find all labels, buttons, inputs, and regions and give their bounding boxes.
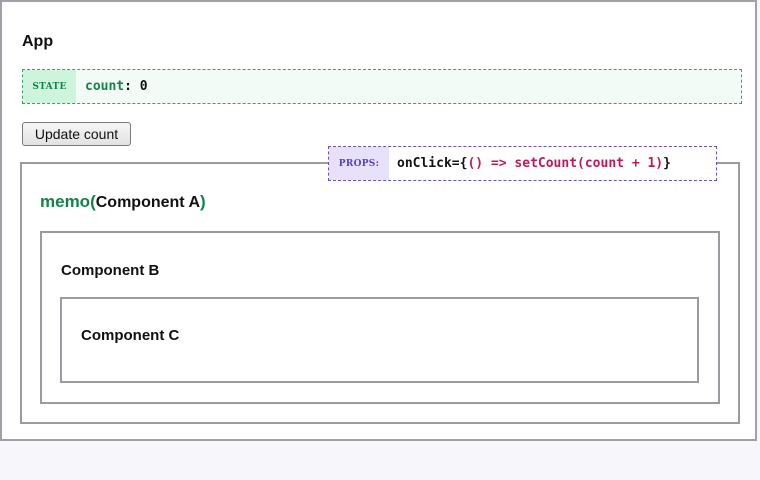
state-colon: : <box>124 79 140 94</box>
state-panel: STATE count: 0 <box>22 69 742 104</box>
state-count-value: 0 <box>139 79 148 94</box>
memo-paren-close: ) <box>200 192 206 211</box>
prop-open-brace: ={ <box>451 156 468 171</box>
state-value-row: count: 0 <box>76 70 148 103</box>
state-tag: STATE <box>23 70 76 103</box>
props-panel: PROPS: onClick={() => setCount(count + 1… <box>328 146 717 181</box>
memo-paren-open: ( <box>90 192 96 211</box>
prop-handler-code: () => setCount(count + 1) <box>467 156 664 171</box>
update-count-button[interactable]: Update count <box>22 122 131 146</box>
prop-close-brace: } <box>663 156 671 171</box>
component-b-label: Component B <box>61 262 160 279</box>
component-c-label: Component C <box>81 327 180 344</box>
props-tag: PROPS: <box>329 147 389 180</box>
app-title: App <box>22 33 54 50</box>
props-code: onClick={() => setCount(count + 1)} <box>389 147 671 180</box>
component-a-label: memo(Component A) <box>40 192 206 213</box>
component-c-box <box>60 297 699 383</box>
component-a-name: Component A <box>95 194 201 211</box>
memo-keyword: memo <box>40 192 91 211</box>
prop-key: onClick <box>397 156 452 171</box>
state-key: count <box>85 79 125 94</box>
